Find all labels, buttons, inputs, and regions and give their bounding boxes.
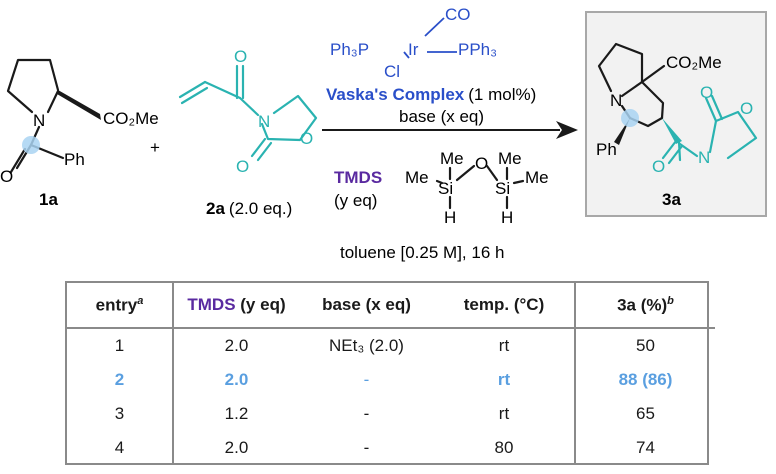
carbonyl-oxygen-label: O [652,157,665,176]
svg-text:H: H [444,208,456,227]
cell-yield: 88 (86) [618,370,673,389]
svg-text:H: H [501,208,513,227]
svg-text:O: O [475,154,488,173]
cell-base: - [363,438,370,457]
table-row: 4 2.0 - 80 74 [67,431,715,465]
ring-oxygen-label: O [740,99,753,118]
carbonyl-oxygen-label: O [234,47,247,66]
compound-label-2a: 2a(2.0 eq.) [206,199,292,218]
svg-text:Me: Me [525,168,549,187]
table-row-highlighted: 2 2.0 - rt 88 (86) [67,363,715,397]
iridium-label: Ir [408,40,419,59]
cell-temp: rt [434,397,576,431]
cell-yield: 65 [636,404,655,423]
cell-tmds: 2.0 [224,336,249,355]
nitrogen-label: N [610,91,622,110]
highlight-dot [22,136,40,154]
ring-carbonyl-oxygen-label: O [236,157,249,176]
header-tmds: TMDS (y eq) [173,283,299,329]
phosphine-ligand-label: PPh₃ [458,40,497,59]
cell-entry: 1 [67,328,174,363]
oxygen-label: O [0,167,13,186]
starting-material-1a: N CO₂Me O Ph 1a [0,58,159,209]
solvent-conditions: toluene [0.25 M], 16 h [340,243,504,262]
phosphine-ligand-label: Ph₃P [330,40,369,59]
chloride-label: Cl [384,62,400,81]
vaska-complex: CO Ph₃P Ir PPh₃ Cl Vaska's Complex(1 mol… [326,5,536,126]
cell-base: NEt₃ (2.0) [329,336,404,355]
phenyl-label: Ph [596,140,617,159]
base-condition: base (x eq) [399,107,484,126]
table-row: 3 1.2 - rt 65 [67,397,715,431]
svg-text:Me: Me [405,168,429,187]
cell-tmds: 2.0 [224,438,249,457]
product-3a: CO₂Me N Ph O N O O 3a [585,11,767,217]
ester-label: CO₂Me [666,53,722,72]
cell-yield: 74 [636,438,655,457]
reaction-arrow [322,121,578,139]
table-row: 1 2.0 NEt₃ (2.0) rt 50 [67,328,715,363]
reagent-2a: O N O O 2a(2.0 eq.) [178,47,318,218]
optimization-table: entrya TMDS (y eq) base (x eq) temp. (°C… [65,281,715,465]
compound-label-1a: 1a [39,190,58,209]
reaction-scheme: N CO₂Me O Ph 1a + O N O O 2a(2.0 eq.) CO… [0,5,767,262]
wedge-bond [57,90,101,120]
ring-oxygen-label: O [300,129,313,148]
nitrogen-label: N [698,148,710,167]
ring-oxygen-label: O [700,83,713,102]
cell-yield: 50 [636,336,655,355]
header-entry: entrya [67,283,174,329]
cell-temp: rt [434,363,576,397]
ester-label: CO₂Me [103,109,159,128]
cell-tmds: 1.2 [224,404,249,423]
nitrogen-label: N [33,111,45,130]
header-base: base (x eq) [299,283,434,329]
wedge-bond [662,118,682,144]
cell-entry: 3 [67,397,174,431]
compound-label-3a: 3a [662,190,681,209]
table-header-row: entrya TMDS (y eq) base (x eq) temp. (°C… [67,283,715,329]
cell-tmds: 2.0 [224,370,249,389]
tmds-equiv: (y eq) [334,191,377,210]
tmds-reagent: TMDS (y eq) Me Me Si O Si Me Me H H [334,149,549,227]
cell-base: - [363,404,370,423]
tmds-name: TMDS [334,168,382,187]
cell-temp: 80 [434,431,576,465]
carbonyl-ligand-label: CO [445,5,471,24]
cell-base: - [363,370,370,389]
cell-entry: 2 [67,363,174,397]
svg-text:Me: Me [440,149,464,168]
header-yield: 3a (%)b [575,283,715,329]
nitrogen-label: N [258,112,270,131]
header-temp: temp. (°C) [434,283,576,329]
cell-temp: rt [434,328,576,363]
svg-text:Me: Me [498,149,522,168]
highlight-dot [621,109,639,127]
svg-text:Si: Si [495,179,510,198]
plus-sign: + [150,138,160,157]
catalyst-name: Vaska's Complex(1 mol%) [326,85,536,104]
cell-entry: 4 [67,431,174,465]
phenyl-label: Ph [64,150,85,169]
